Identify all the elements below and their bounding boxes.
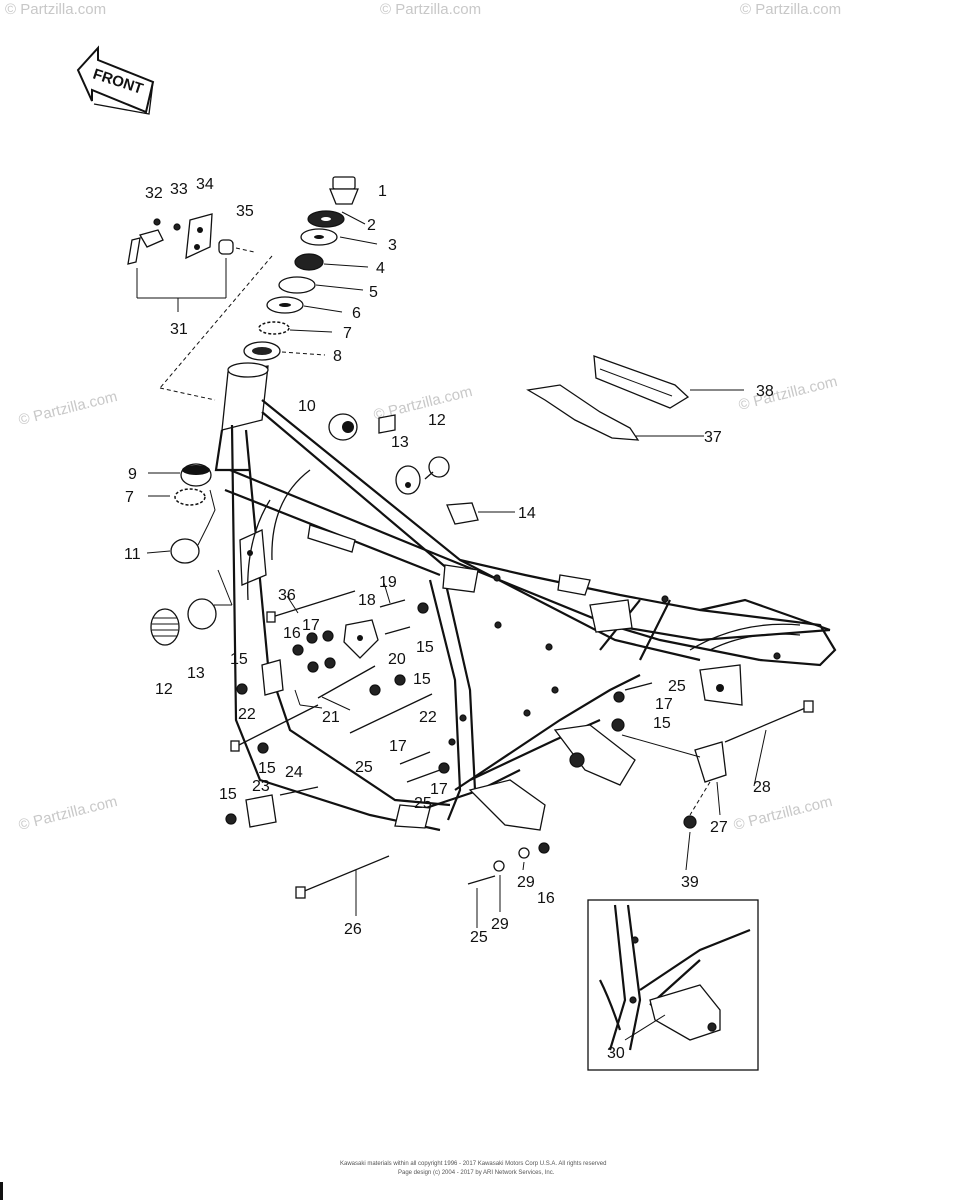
callout-16: 16 <box>537 890 555 907</box>
callout-13: 13 <box>187 665 205 682</box>
lock-parts <box>127 213 255 312</box>
callout-28: 28 <box>753 779 771 796</box>
watermark: © Partzilla.com <box>740 1 841 18</box>
callout-17: 17 <box>389 738 407 755</box>
callout-36: 36 <box>278 587 296 604</box>
edge-bar <box>0 1182 3 1200</box>
callout-32: 32 <box>145 185 163 202</box>
loose-parts <box>150 355 814 899</box>
callout-17: 17 <box>302 617 320 634</box>
callout-20: 20 <box>388 651 406 668</box>
callout-14: 14 <box>518 505 536 522</box>
steering-stem-parts <box>243 176 359 361</box>
callout-17: 17 <box>430 781 448 798</box>
callout-33: 33 <box>170 181 188 198</box>
watermark: © Partzilla.com <box>5 1 106 18</box>
callout-2: 2 <box>367 217 376 234</box>
watermark: © Partzilla.com <box>737 373 839 414</box>
callout-10: 10 <box>298 398 316 415</box>
callout-25: 25 <box>668 678 686 695</box>
callout-11: 11 <box>124 546 141 563</box>
motorcycle-frame <box>214 362 837 832</box>
callout-34: 34 <box>196 176 214 193</box>
callout-6: 6 <box>352 305 361 322</box>
leader-lines <box>146 211 744 554</box>
inset-detail <box>587 899 759 1071</box>
callout-23: 23 <box>252 778 270 795</box>
callout-39: 39 <box>681 874 699 891</box>
callout-27: 27 <box>710 819 728 836</box>
callout-7: 7 <box>125 489 134 506</box>
watermark: © Partzilla.com <box>17 793 119 834</box>
callout-29: 29 <box>491 916 509 933</box>
watermark: © Partzilla.com <box>732 793 834 834</box>
copyright-line: Kawasaki materials within all copyright … <box>340 1161 606 1167</box>
callout-17: 17 <box>655 696 673 713</box>
callout-22: 22 <box>238 706 256 723</box>
callout-1: 1 <box>378 183 387 200</box>
callout-12: 12 <box>428 412 446 429</box>
callout-4: 4 <box>376 260 385 277</box>
callout-15: 15 <box>413 671 431 688</box>
callout-15: 15 <box>416 639 434 656</box>
callout-37: 37 <box>704 429 722 446</box>
callout-5: 5 <box>369 284 378 301</box>
callout-21: 21 <box>322 709 340 726</box>
copyright-footer: Kawasaki materials within all copyright … <box>340 1161 606 1176</box>
callout-25: 25 <box>470 929 488 946</box>
callout-26: 26 <box>344 921 362 938</box>
callout-3: 3 <box>388 237 397 254</box>
callout-24: 24 <box>285 764 303 781</box>
callout-22: 22 <box>419 709 437 726</box>
callout-18: 18 <box>358 592 376 609</box>
callout-15: 15 <box>653 715 671 732</box>
callout-19: 19 <box>379 574 397 591</box>
callout-15: 15 <box>219 786 237 803</box>
callout-9: 9 <box>128 466 137 483</box>
callouts: 1 2 3 4 5 6 7 8 10 12 38 37 13 9 7 14 11… <box>124 176 774 1062</box>
copyright-line: Page design (c) 2004 - 2017 by ARI Netwo… <box>398 1170 555 1176</box>
callout-38: 38 <box>756 383 774 400</box>
callout-15: 15 <box>230 651 248 668</box>
callout-29: 29 <box>517 874 535 891</box>
watermark: © Partzilla.com <box>380 1 481 18</box>
callout-25: 25 <box>355 759 373 776</box>
callout-31: 31 <box>170 321 188 338</box>
callout-35: 35 <box>236 203 254 220</box>
callout-15: 15 <box>258 760 276 777</box>
front-arrow-icon: FRONT <box>76 45 155 115</box>
callout-leaders <box>286 582 767 928</box>
callout-13: 13 <box>391 434 409 451</box>
callout-30: 30 <box>607 1045 625 1062</box>
callout-16: 16 <box>283 625 301 642</box>
callout-8: 8 <box>333 348 342 365</box>
watermark: © Partzilla.com <box>17 388 119 429</box>
callout-12: 12 <box>155 681 173 698</box>
callout-25: 25 <box>414 795 432 812</box>
callout-7: 7 <box>343 325 352 342</box>
